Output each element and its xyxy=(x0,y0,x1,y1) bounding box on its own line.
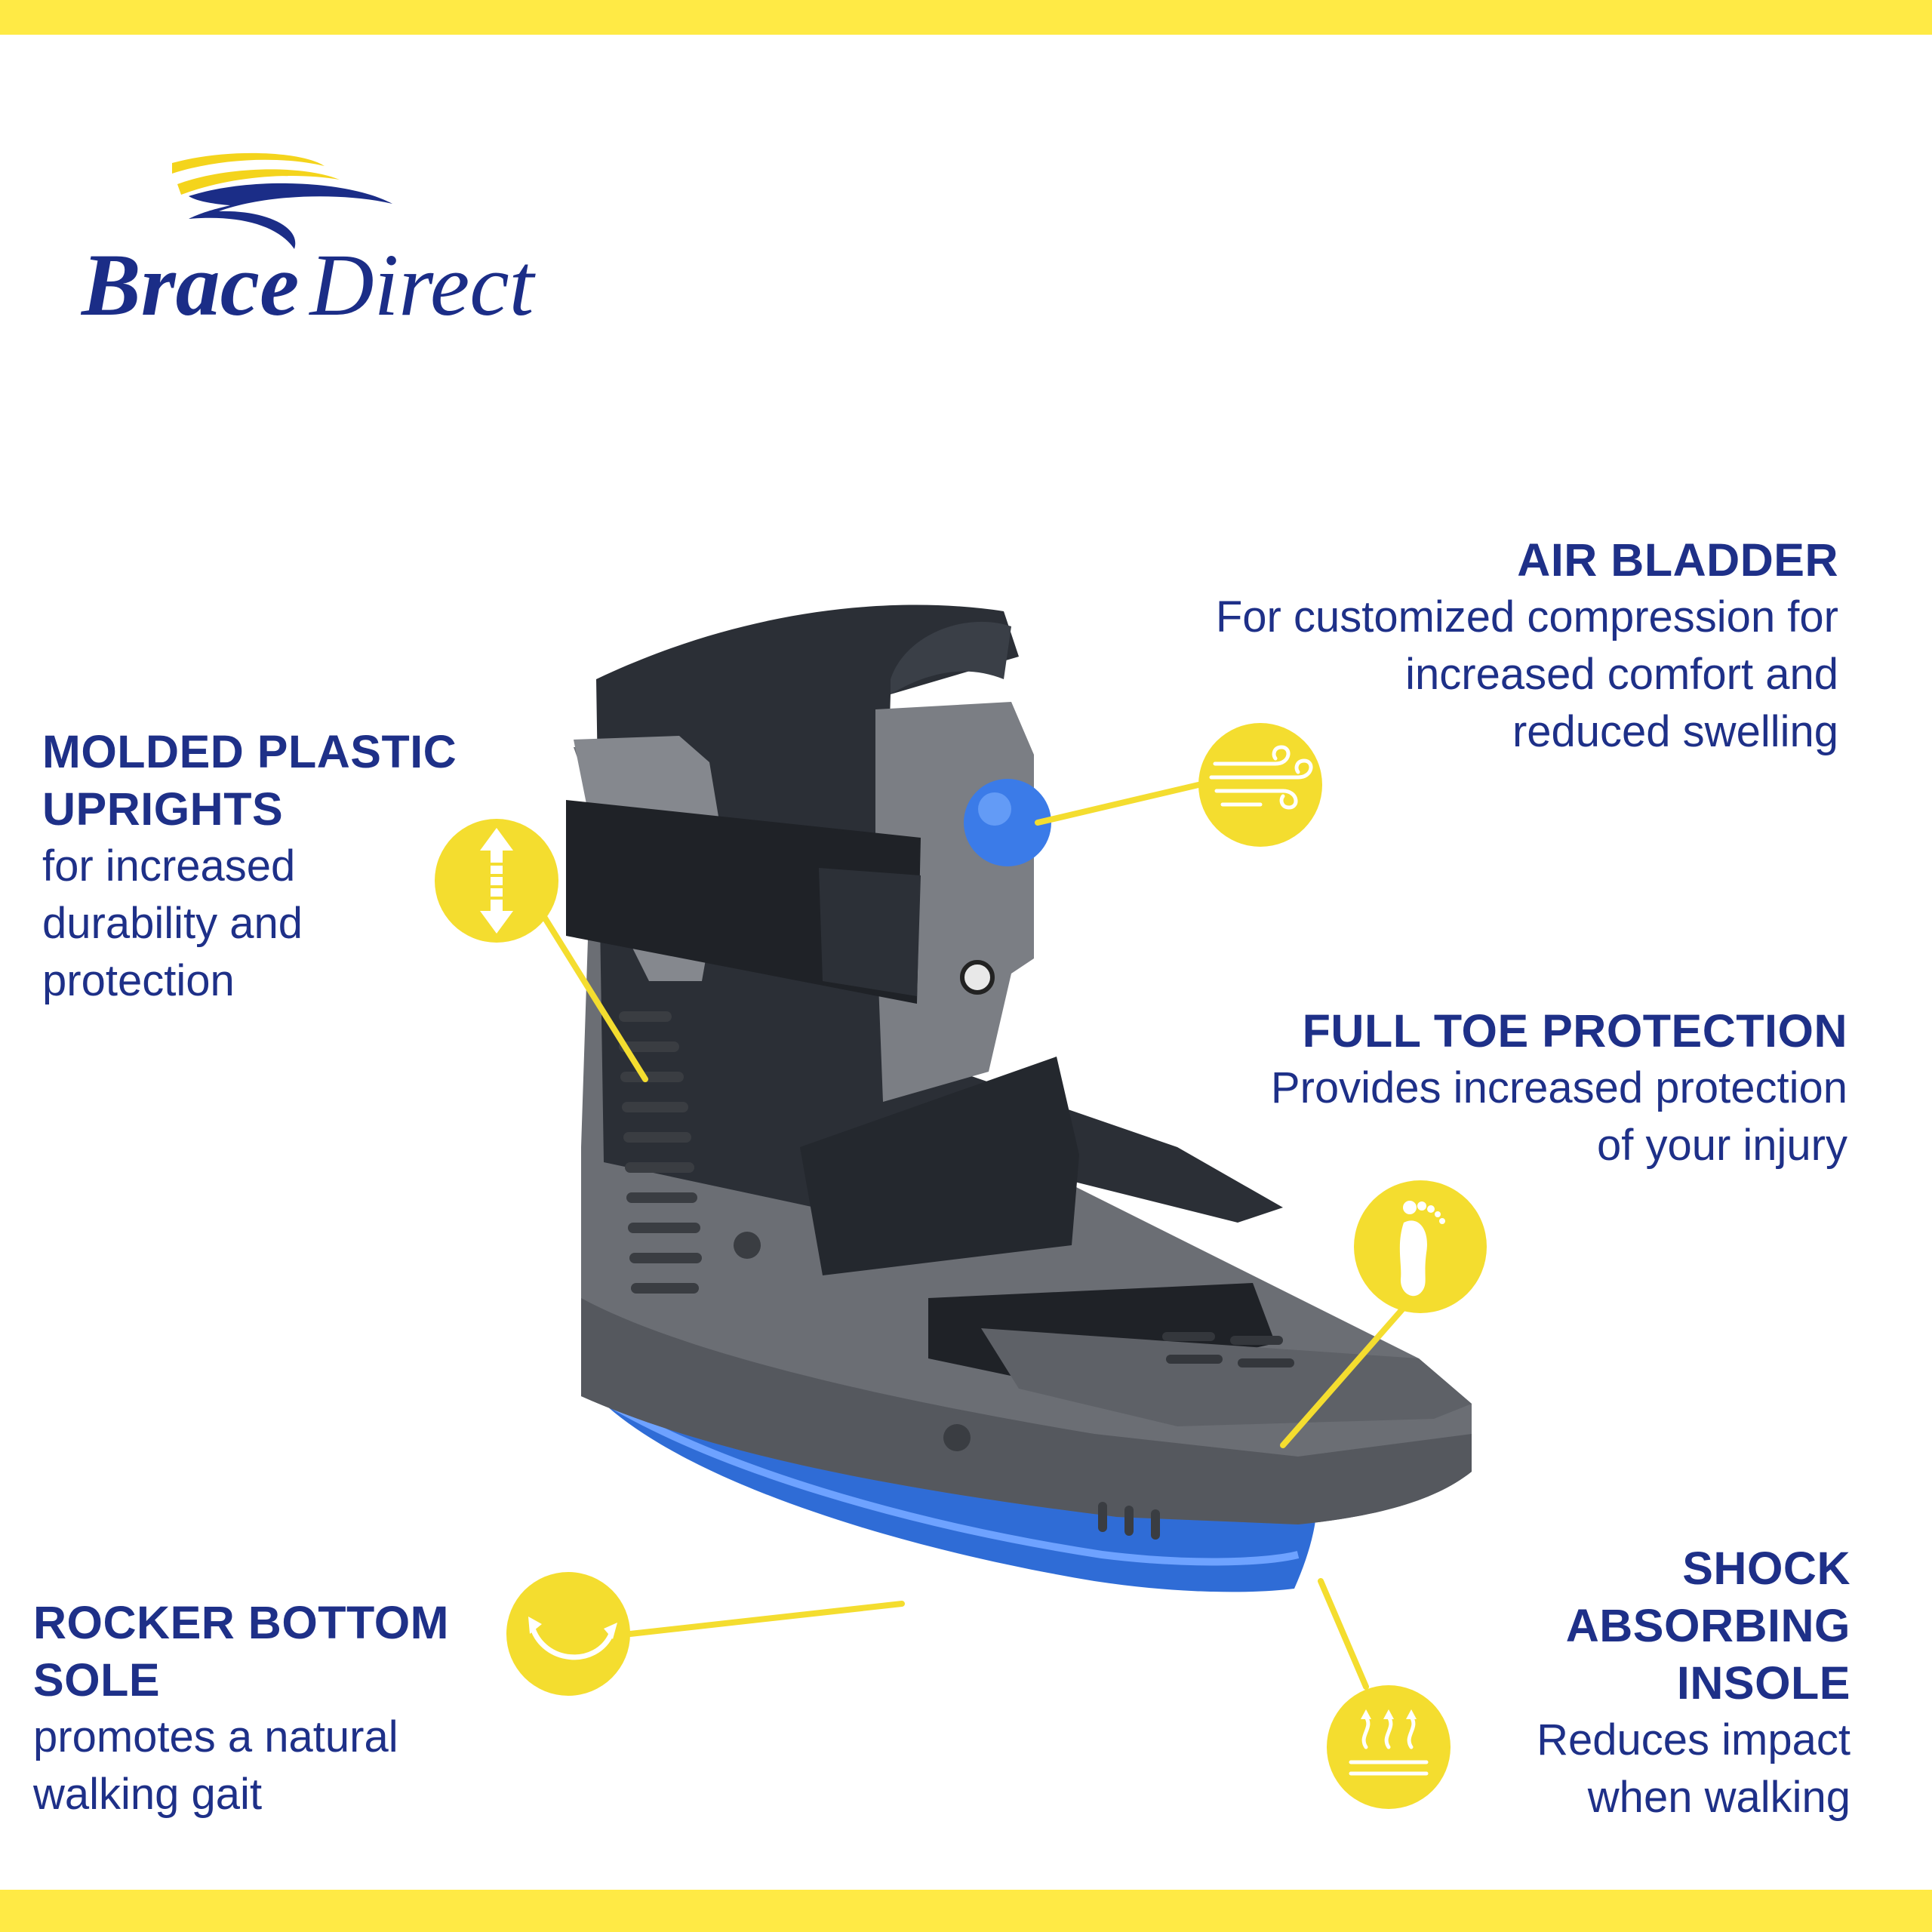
logo-word-direct: Direct xyxy=(309,235,534,334)
uprights-desc-line: for increased xyxy=(42,841,296,891)
logo-word-brace: Brace xyxy=(82,235,300,334)
middle-strap xyxy=(800,1057,1079,1275)
shock-title-line: INSOLE xyxy=(1676,1657,1850,1709)
callout-molded-uprights: MOLDED PLASTIC UPRIGHTS for increased du… xyxy=(42,723,571,1010)
rocker-title-line: SOLE xyxy=(33,1654,161,1706)
shock-title-line: SHOCK xyxy=(1682,1543,1850,1594)
rocker-desc-line: promotes a natural xyxy=(33,1712,398,1761)
upright-vents xyxy=(619,1011,702,1294)
leader-line-shock-insole xyxy=(1318,1578,1369,1690)
shock-title-line: ABSORBING xyxy=(1565,1600,1850,1651)
leader-line-rocker-sole xyxy=(627,1601,905,1637)
toe-plate xyxy=(981,1328,1472,1426)
air-bladder-title: AIR BLADDER xyxy=(1517,534,1838,586)
shock-desc-line: Reduces impact xyxy=(1537,1715,1850,1764)
shock-desc-line: when walking xyxy=(1587,1773,1850,1822)
full-toe-desc-line: of your injury xyxy=(1596,1121,1847,1170)
bottom-yellow-band xyxy=(0,1890,1932,1932)
leader-line-uprights xyxy=(539,910,648,1082)
rocker-desc-line: walking gait xyxy=(33,1770,263,1819)
callout-shock-insole: SHOCK ABSORBING INSOLE Reduces impact wh… xyxy=(1398,1540,1850,1826)
uprights-title-line: MOLDED PLASTIC xyxy=(42,726,457,777)
rocker-curve-icon xyxy=(506,1572,630,1696)
soft-liner xyxy=(596,605,1283,1223)
leader-line-full-toe xyxy=(1280,1287,1422,1448)
up-down-arrow-icon xyxy=(435,819,558,943)
air-bladder-desc-line: For customized compression for xyxy=(1215,592,1838,641)
uprights-desc-line: durability and xyxy=(42,899,303,948)
callout-full-toe: FULL TOE PROTECTION Provides increased p… xyxy=(1093,1002,1847,1174)
cushion-waves-icon xyxy=(1327,1685,1451,1809)
callout-air-bladder: AIR BLADDER For customized compression f… xyxy=(1008,531,1838,761)
top-yellow-band xyxy=(0,0,1932,35)
uprights-title-line: UPRIGHTS xyxy=(42,783,284,835)
rocker-title-line: ROCKER BOTTOM xyxy=(33,1597,449,1648)
full-toe-title: FULL TOE PROTECTION xyxy=(1302,1005,1847,1057)
uprights-desc-line: protection xyxy=(42,956,235,1005)
leader-line-air-bladder xyxy=(1035,782,1201,826)
footprint-icon xyxy=(1354,1180,1487,1313)
callout-rocker-sole: ROCKER BOTTOM SOLE promotes a natural wa… xyxy=(33,1594,561,1823)
full-toe-desc-line: Provides increased protection xyxy=(1270,1063,1847,1112)
air-bladder-desc-line: reduced swelling xyxy=(1512,707,1838,756)
logo-swoosh-icon xyxy=(172,152,392,249)
air-bladder-desc-line: increased comfort and xyxy=(1405,650,1838,699)
air-flow-icon xyxy=(1198,723,1322,847)
